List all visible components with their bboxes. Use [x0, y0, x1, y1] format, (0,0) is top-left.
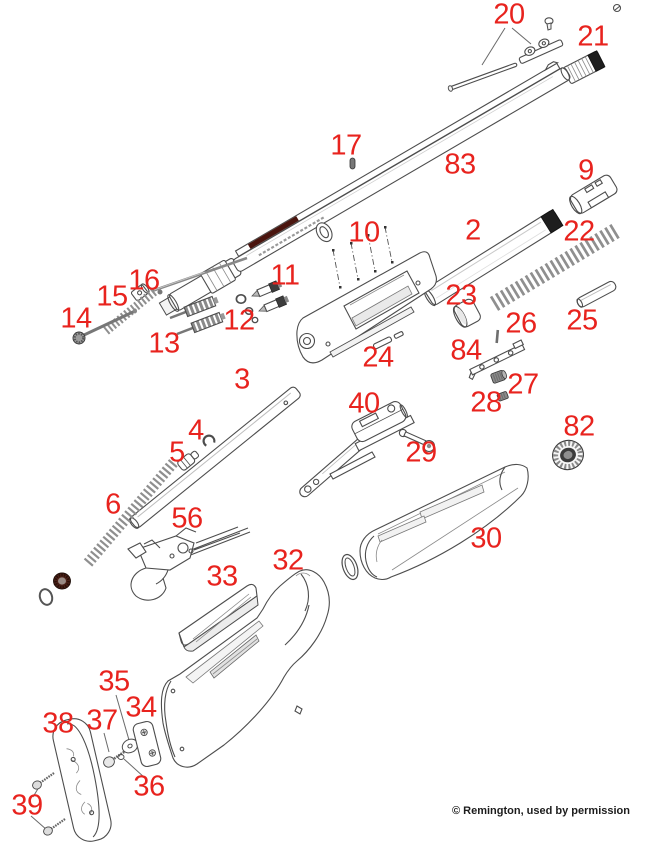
part-10-pins: [332, 226, 394, 289]
part-label-29: 29: [405, 436, 437, 469]
part-33-comb-insert: [178, 583, 259, 652]
part-label-15: 15: [96, 280, 128, 313]
part-label-28: 28: [470, 386, 502, 419]
part-label-3: 3: [234, 363, 250, 396]
part-16-link-rod: [130, 256, 248, 302]
part-32-stock: [160, 569, 330, 768]
part-3-magazine-tube: [129, 386, 301, 529]
part-label-23: 23: [445, 279, 477, 312]
part-label-14: 14: [60, 302, 92, 335]
part-4-clip: [202, 434, 216, 448]
part-label-9: 9: [578, 154, 594, 187]
part-label-22: 22: [563, 215, 595, 248]
part-36-washer: [117, 754, 125, 760]
part-39-screws: [32, 772, 66, 836]
part-label-37: 37: [86, 704, 118, 737]
part-56-trigger-group: [127, 526, 251, 601]
stock-washer-icon: [341, 553, 359, 581]
part-11-valves: [251, 280, 290, 313]
part-14-plunger: [72, 308, 137, 345]
leader-lines: [30, 27, 532, 831]
part-84-latch: [468, 339, 526, 381]
part-21-choke-tube: [563, 50, 606, 84]
spring-retainer-ring: [53, 572, 71, 590]
part-40-bolt-assembly: [299, 401, 415, 498]
part-label-36: 36: [133, 770, 165, 803]
part-label-38: 38: [42, 707, 74, 740]
part-12-orings: [235, 293, 259, 324]
copyright-text: © Remington, used by permission: [451, 805, 630, 817]
part-2-receiver-assembly: [296, 208, 564, 364]
part-35-washer: [121, 738, 139, 754]
part-label-17: 17: [330, 129, 362, 162]
part-label-33: 33: [206, 560, 238, 593]
part-20-sight-set: [447, 3, 622, 92]
part-label-84: 84: [450, 334, 482, 367]
part-38-recoil-pad: [52, 718, 112, 842]
rivet-icon: [612, 3, 622, 13]
part-label-2: 2: [465, 214, 481, 247]
part-label-56: 56: [171, 502, 203, 535]
part-82-magazine-cap: [552, 439, 584, 471]
part-label-35: 35: [98, 665, 130, 698]
part-25-plunger: [576, 280, 617, 308]
part-label-20: 20: [493, 0, 525, 31]
part-17-pin: [349, 157, 356, 170]
part-label-11: 11: [270, 259, 300, 292]
part-label-4: 4: [188, 414, 204, 447]
part-37-screw: [103, 748, 128, 768]
part-30-forend: [359, 463, 529, 580]
part-22-spring: [489, 223, 622, 311]
part-label-83: 83: [444, 148, 476, 181]
oring-icon: [38, 588, 54, 606]
part-27-plug: [490, 369, 507, 384]
part-label-34: 34: [125, 691, 157, 724]
part-label-13: 13: [148, 327, 180, 360]
part-label-39: 39: [11, 789, 43, 822]
part-29-link: [398, 428, 436, 453]
part-15-spring: [103, 287, 158, 335]
part-label-32: 32: [272, 544, 304, 577]
part-label-16: 16: [128, 264, 160, 297]
part-label-30: 30: [470, 522, 502, 555]
part-label-5: 5: [169, 436, 185, 469]
part-24-pin: [372, 331, 404, 350]
part-label-6: 6: [105, 488, 121, 521]
part-label-82: 82: [563, 410, 595, 443]
part-label-21: 21: [577, 20, 609, 53]
part-23-cap: [452, 298, 481, 328]
part-label-25: 25: [566, 304, 598, 337]
part-34-plate: [132, 720, 162, 768]
part-label-40: 40: [348, 387, 380, 420]
part-label-27: 27: [507, 368, 539, 401]
part-label-12: 12: [223, 304, 255, 337]
part-label-26: 26: [505, 307, 537, 340]
part-28-plug: [496, 391, 509, 402]
part-26-pin: [495, 329, 500, 344]
part-83-barrel: [158, 61, 571, 316]
part-label-10: 10: [348, 216, 380, 249]
part-5-follower: [177, 450, 200, 471]
part-6-magazine-spring: [83, 458, 179, 567]
part-9-piston-sleeve: [569, 174, 618, 215]
part-label-24: 24: [362, 341, 394, 374]
